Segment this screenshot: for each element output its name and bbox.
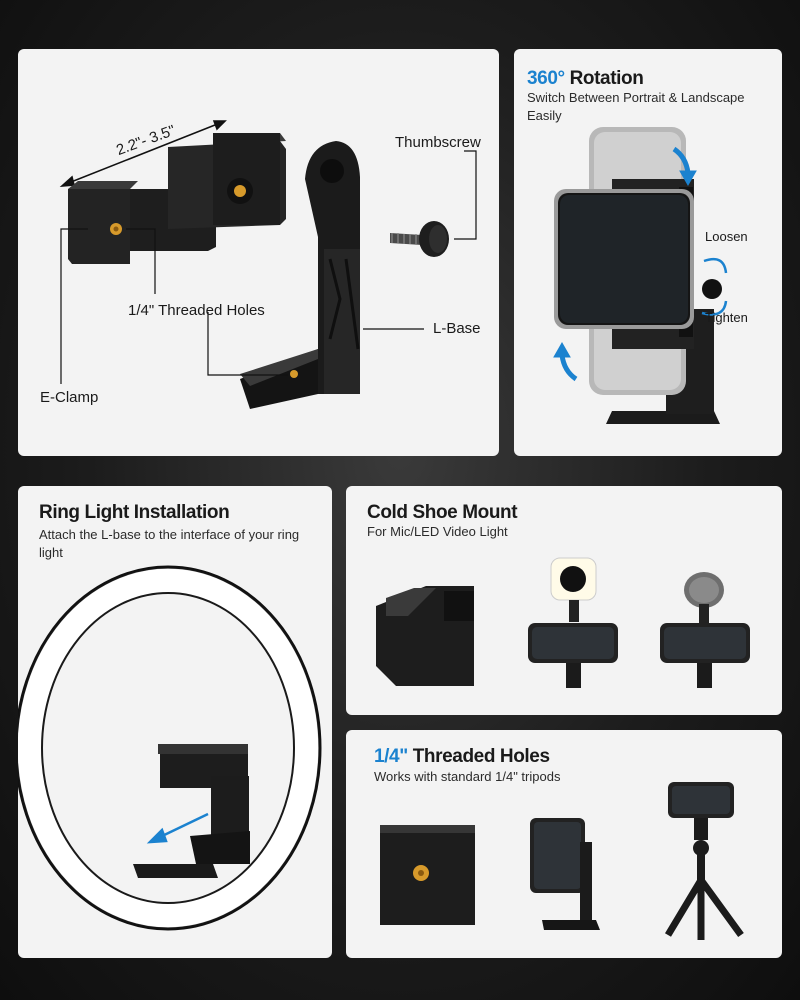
e-clamp-image <box>68 133 286 264</box>
threaded-hole-closeup <box>380 825 475 925</box>
rotation-title: 360° Rotation <box>527 68 644 90</box>
rotation-title-accent: 360° <box>527 68 565 89</box>
threaded-holes-illustration <box>380 782 744 940</box>
knob <box>702 279 722 299</box>
cold-shoe-subtitle: For Mic/LED Video Light <box>367 524 508 539</box>
rotation-arrows <box>553 146 728 382</box>
threaded-holes-title-rest: Threaded Holes <box>407 746 550 767</box>
threaded-holes-panel: 1/4" Threaded Holes Works with standard … <box>346 730 782 958</box>
cold-shoe-illustration <box>376 557 750 688</box>
thumbscrew-label: Thumbscrew <box>395 134 481 151</box>
threaded-holes-title-accent: 1/4" <box>374 746 408 767</box>
microphone-setup <box>660 572 750 688</box>
tripod-setup <box>664 782 744 940</box>
parts-illustration <box>59 120 477 409</box>
e-clamp-leader <box>60 228 88 384</box>
ring-light <box>18 568 319 928</box>
rotation-panel: 360° Rotation Switch Between Portrait & … <box>514 49 782 456</box>
led-light-setup <box>528 557 618 688</box>
rotation-base <box>606 411 720 424</box>
l-base-label: L-Base <box>433 320 481 337</box>
loosen-label: Loosen <box>705 229 748 244</box>
install-arrow <box>146 812 209 844</box>
cold-shoe-panel: Cold Shoe Mount For Mic/LED Video Light <box>346 486 782 715</box>
rotation-subtitle: Switch Between Portrait & Landscape Easi… <box>527 90 745 123</box>
size-arrow <box>59 120 227 187</box>
rotation-title-rest: Rotation <box>564 68 644 89</box>
ring-light-illustration <box>18 565 322 931</box>
threaded-holes-label: 1/4" Threaded Holes <box>128 302 265 319</box>
ring-mount <box>133 864 218 878</box>
threaded-holes-leader <box>126 228 156 294</box>
holder-with-phone <box>530 818 600 930</box>
threaded-holes-subtitle: Works with standard 1/4" tripods <box>374 769 561 784</box>
tighten-label: Tighten <box>705 310 748 325</box>
l-base-image <box>240 141 360 409</box>
ring-light-subtitle: Attach the L-base to the interface of yo… <box>39 527 300 560</box>
ring-holder <box>158 744 250 864</box>
rotation-illustration <box>553 127 728 424</box>
ring-light-title: Ring Light Installation <box>39 502 230 523</box>
parts-panel: 2.2"- 3.5" Thumbscrew 1/4" Threaded Hole… <box>18 49 499 456</box>
cold-shoe-title: Cold Shoe Mount <box>367 502 518 523</box>
cold-shoe-closeup <box>376 586 474 686</box>
e-clamp-label: E-Clamp <box>40 389 99 406</box>
ring-light-panel: Ring Light Installation Attach the L-bas… <box>18 486 332 958</box>
threaded-holes-title: 1/4" Threaded Holes <box>374 746 550 768</box>
thumbscrew-image <box>390 221 449 257</box>
thumbscrew-leader <box>454 150 477 240</box>
